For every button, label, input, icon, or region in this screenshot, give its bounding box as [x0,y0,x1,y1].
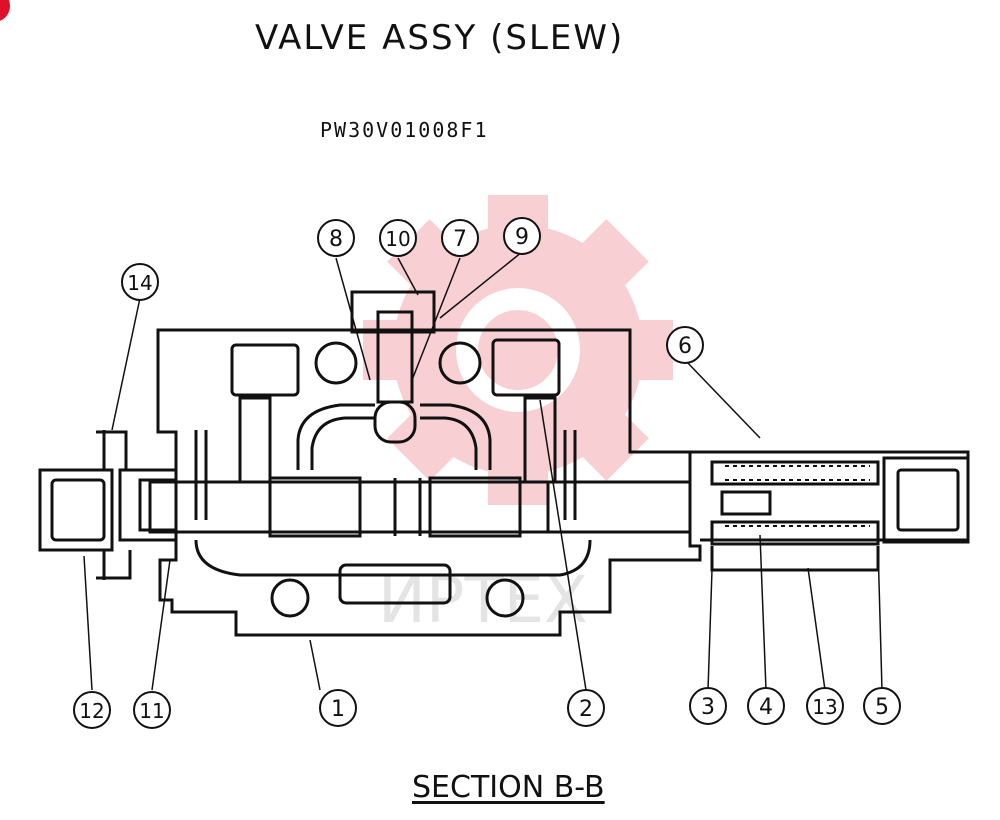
callout-8: 8 [317,219,355,257]
callout-6: 6 [666,326,704,364]
left-end-cap [38,430,178,580]
callout-13: 13 [806,687,844,725]
svg-text:6: 6 [678,334,692,359]
spring-housing [710,456,970,546]
svg-text:14: 14 [127,271,152,295]
svg-text:13: 13 [812,695,837,719]
svg-text:1: 1 [331,697,345,722]
callout-3: 3 [689,687,727,725]
svg-text:8: 8 [329,227,343,252]
svg-text:9: 9 [515,225,529,250]
port-passages [194,338,592,618]
corner-badge [0,0,10,21]
svg-text:12: 12 [79,699,104,723]
svg-text:7: 7 [453,227,467,252]
svg-text:2: 2 [579,697,593,722]
leader-lines [83,251,883,691]
drawing-title: VALVE ASSY (SLEW) [255,18,625,58]
callout-4: 4 [747,687,785,725]
callout-9: 9 [503,217,541,255]
callout-1: 1 [319,689,357,727]
callout-10: 10 [379,219,417,257]
check-valve-plug [350,290,436,444]
callout-5: 5 [863,687,901,725]
callout-7: 7 [441,219,479,257]
section-label: SECTION B-B [412,770,605,805]
callout-12: 12 [73,691,111,729]
callout-2: 2 [567,689,605,727]
spool [148,476,692,538]
callout-14: 14 [121,263,159,301]
svg-text:3: 3 [701,695,715,720]
svg-text:5: 5 [875,695,889,720]
callout-11: 11 [133,691,171,729]
svg-text:4: 4 [759,695,773,720]
svg-text:10: 10 [385,227,410,251]
svg-text:11: 11 [139,699,164,723]
part-code: PW30V01008F1 [320,118,489,142]
